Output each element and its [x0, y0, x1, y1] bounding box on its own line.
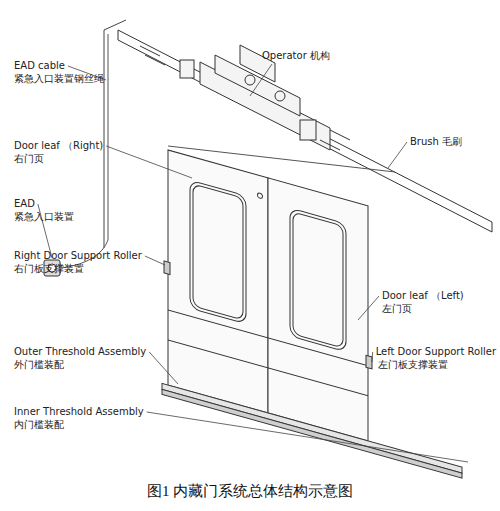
- outer-threshold: [162, 383, 462, 473]
- part-label: Right Door Support Roller: [14, 250, 142, 262]
- leader-lines: [38, 64, 468, 462]
- part-label: Door leaf （Right): [14, 140, 103, 152]
- right-roller: [164, 261, 170, 275]
- figure-caption: 图1 内藏门系统总体结构示意图: [147, 482, 353, 501]
- part-label: 外门槛装配: [14, 359, 64, 371]
- part-label: Door leaf （Left): [382, 290, 464, 302]
- part-label: 内门槛装配: [14, 419, 64, 431]
- part-label: Left Door Support Roller: [376, 346, 496, 358]
- wall-outline: [104, 20, 126, 248]
- part-label: EAD: [14, 198, 35, 210]
- part-label: 右门页: [14, 153, 44, 165]
- inner-threshold: [162, 389, 462, 478]
- part-label: 紧急入口装置钢丝绳: [14, 73, 104, 85]
- part-label: 紧急入口装置: [14, 211, 74, 223]
- part-label: Operator 机构: [262, 50, 330, 62]
- part-label: EAD cable: [14, 60, 65, 72]
- part-label: 右门板支撑装置: [14, 263, 84, 275]
- door-leaves: [162, 148, 462, 478]
- part-label: 左门板支撑装置: [378, 359, 448, 371]
- part-label: Brush 毛刷: [410, 136, 462, 148]
- part-label: Inner Threshold Assembly: [14, 406, 144, 418]
- part-label: Outer Threshold Assembly: [14, 346, 146, 358]
- operator-mechanism: [140, 45, 350, 150]
- left-roller: [366, 355, 372, 369]
- part-label: 左门页: [382, 303, 412, 315]
